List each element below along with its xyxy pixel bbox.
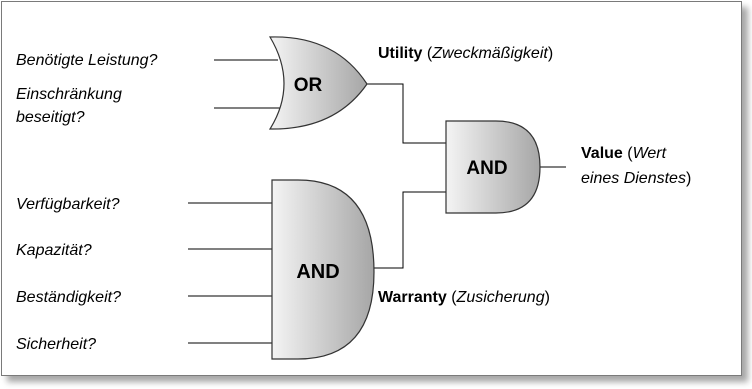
value-paren-close: ) (686, 170, 691, 187)
wire-and-out (374, 191, 446, 269)
input-benoetigte-leistung: Benötigte Leistung? (16, 52, 158, 69)
and-gate-output-label: AND (466, 158, 507, 179)
warranty-paren-close: ) (545, 289, 550, 306)
value-label-italic-2: eines Dienstes (581, 170, 686, 187)
utility-paren-open: ( (422, 45, 432, 62)
warranty-paren-open: ( (447, 289, 457, 306)
input-bestaendigkeit: Beständigkeit? (16, 289, 121, 306)
and-gate-large (271, 179, 375, 360)
input-einschraenkung-line1: Einschränkung (16, 86, 122, 103)
or-gate-label: OR (294, 75, 323, 96)
and-gate-output (445, 120, 541, 214)
diagram-frame (1, 1, 742, 376)
utility-label-bold: Utility (378, 45, 423, 62)
value-label-line1: Value (Wert (581, 145, 667, 162)
and-gate-large-label: AND (296, 261, 339, 283)
input-kapazitaet: Kapazität? (16, 242, 92, 259)
wire-or-out (367, 83, 446, 144)
utility-label: Utility (Zweckmäßigkeit) (378, 45, 553, 62)
value-label-line2: eines Dienstes) (581, 170, 691, 187)
value-label-bold: Value (581, 145, 623, 162)
warranty-label-bold: Warranty (378, 289, 447, 306)
value-paren-open: ( (623, 145, 633, 162)
utility-paren-close: ) (548, 45, 553, 62)
warranty-label-italic: Zusicherung (456, 289, 545, 306)
utility-label-italic: Zweckmäßigkeit (431, 45, 548, 62)
input-einschraenkung-line2: beseitigt? (16, 109, 85, 126)
input-sicherheit: Sicherheit? (16, 336, 96, 353)
value-label-italic-1: Wert (633, 145, 667, 162)
input-verfuegbarkeit: Verfügbarkeit? (16, 196, 120, 213)
or-gate (268, 36, 368, 130)
warranty-label: Warranty (Zusicherung) (378, 289, 550, 306)
